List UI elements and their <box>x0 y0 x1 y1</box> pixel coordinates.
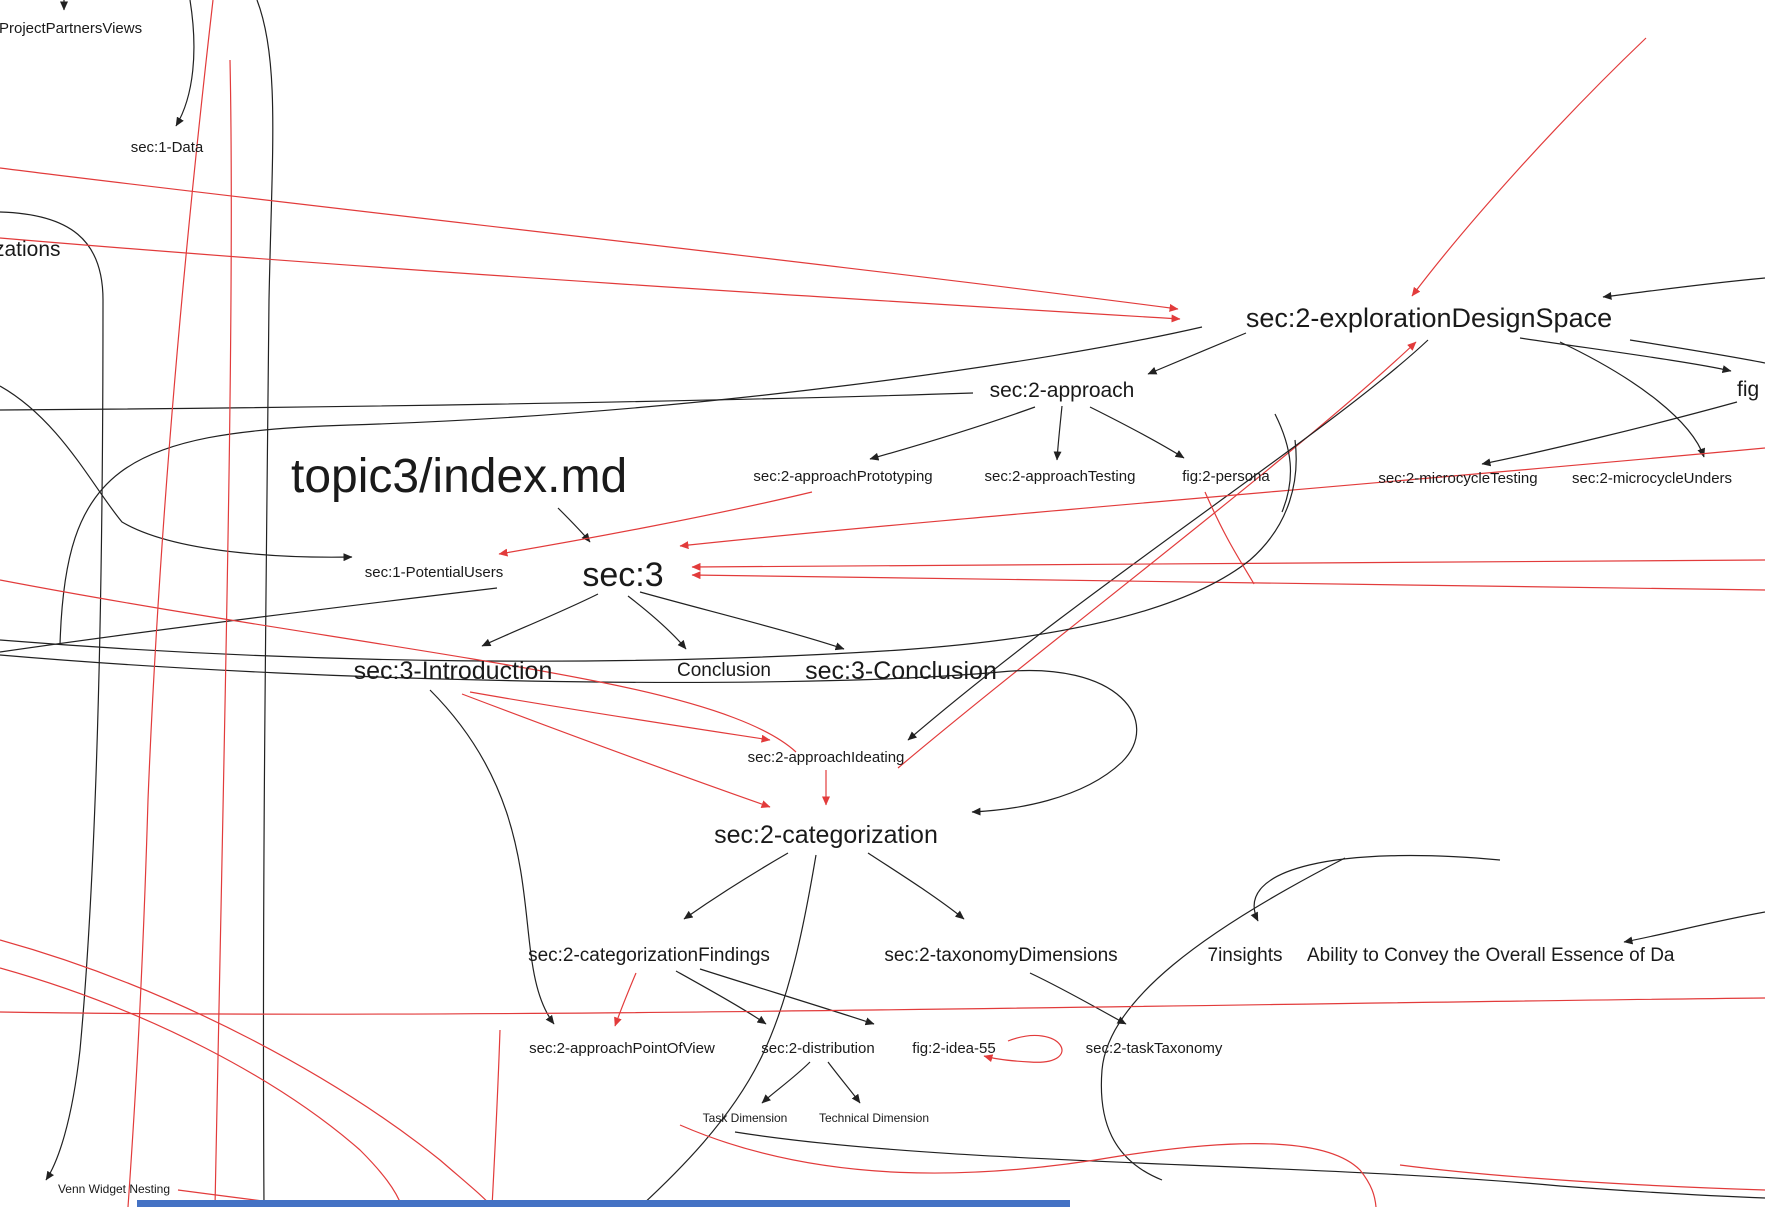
graph-edge <box>0 939 493 1207</box>
node-seven-insights[interactable]: 7insights <box>1208 945 1283 966</box>
node-fig2-idea-55[interactable]: fig:2-idea-55 <box>912 1040 995 1057</box>
node-sec2-categorization[interactable]: sec:2-categorization <box>714 821 938 849</box>
graph-edge <box>0 211 104 1181</box>
graph-edge <box>675 970 767 1025</box>
graph-edge <box>127 0 214 1207</box>
node-conclusion[interactable]: Conclusion <box>677 660 771 681</box>
graph-edge <box>481 593 599 647</box>
graph-edge <box>557 507 591 543</box>
graph-edge <box>214 59 232 1207</box>
node-sec2-approach-point-of-view[interactable]: sec:2-approachPointOfView <box>529 1040 715 1057</box>
graph-edge <box>498 491 813 557</box>
bottom-selection-bar <box>137 1200 1070 1207</box>
graph-edge <box>1100 857 1346 1181</box>
graph-edge <box>639 591 845 651</box>
graph-edge <box>761 1061 811 1104</box>
graph-edge <box>0 579 797 753</box>
graph-edge <box>1623 911 1765 945</box>
node-sec2-task-taxonomy[interactable]: sec:2-taskTaxonomy <box>1086 1040 1223 1057</box>
node-sec2-approach-prototyping[interactable]: sec:2-approachPrototyping <box>753 468 932 485</box>
graph-edge <box>1559 341 1706 458</box>
graph-edge <box>0 392 974 411</box>
graph-edge <box>1147 332 1247 375</box>
node-sec2-microcycle-testing[interactable]: sec:2-microcycleTesting <box>1378 470 1537 487</box>
node-sec3-introduction[interactable]: sec:3-Introduction <box>354 657 553 685</box>
node-sec2-categorization-findings[interactable]: sec:2-categorizationFindings <box>528 945 770 966</box>
graph-edge <box>461 693 771 808</box>
graph-edge <box>683 852 789 920</box>
node-sec3-conclusion[interactable]: sec:3-Conclusion <box>805 657 997 685</box>
graph-edge <box>0 237 1181 323</box>
graph-edge <box>827 1061 861 1104</box>
graph-edge <box>679 447 1765 550</box>
graph-edge <box>734 1131 1765 1199</box>
graph-edge <box>0 167 1179 312</box>
graph-edge <box>1029 972 1127 1025</box>
graph-edge <box>1250 854 1501 922</box>
graph-edge <box>0 997 1765 1015</box>
graph-edge <box>469 691 771 743</box>
node-project-partners-views[interactable]: -ProjectPartnersViews <box>0 20 142 37</box>
node-sec2-exploration-design-space[interactable]: sec:2-explorationDesignSpace <box>1246 303 1612 333</box>
graph-edge <box>491 1029 501 1207</box>
graph-edge <box>1274 413 1292 513</box>
node-fig2-persona[interactable]: fig:2-persona <box>1182 468 1270 485</box>
graph-edge <box>639 854 817 1207</box>
graph-edge <box>1053 405 1063 461</box>
graph-edge <box>0 385 353 562</box>
node-sec1-data[interactable]: sec:1-Data <box>131 139 204 156</box>
node-sec2-microcycle-unders[interactable]: sec:2-microcycleUnders <box>1572 470 1732 487</box>
graph-edge <box>1481 401 1738 467</box>
graph-edge <box>59 326 1203 646</box>
graph-edge <box>175 0 195 127</box>
graph-edge <box>0 967 403 1207</box>
node-sec2-taxonomy-dimensions[interactable]: sec:2-taxonomyDimensions <box>884 945 1117 966</box>
graph-edge <box>897 341 1417 769</box>
node-sec2-approach[interactable]: sec:2-approach <box>990 379 1135 402</box>
graph-edge <box>1629 339 1765 364</box>
node-topic3-index-md[interactable]: topic3/index.md <box>291 450 627 503</box>
graph-edge <box>0 587 498 653</box>
graph-edge <box>691 559 1765 571</box>
graph-edge <box>1519 337 1732 373</box>
graph-edge <box>1411 37 1647 297</box>
node-task-dimension[interactable]: Task Dimension <box>703 1111 788 1125</box>
graph-edge <box>0 439 1297 662</box>
node-fig-right[interactable]: fig <box>1737 378 1759 401</box>
graph-edge <box>1602 277 1765 300</box>
graph-edge <box>614 972 637 1027</box>
node-sec2-approach-testing[interactable]: sec:2-approachTesting <box>985 468 1136 485</box>
graph-edge <box>0 654 1138 816</box>
self-loop-edge-fig2-idea-55 <box>983 1035 1063 1063</box>
graph-edge <box>1204 491 1255 585</box>
node-venn-widget-nesting[interactable]: Venn Widget Nesting <box>58 1182 170 1196</box>
graph-edge <box>691 571 1765 591</box>
graph-edge <box>1089 406 1185 459</box>
node-sec1-potential-users[interactable]: sec:1-PotentialUsers <box>365 564 503 581</box>
node-sec2-approach-ideating[interactable]: sec:2-approachIdeating <box>748 749 905 766</box>
node-ability-convey[interactable]: Ability to Convey the Overall Essence of… <box>1307 945 1675 966</box>
graph-edge <box>679 1124 1377 1207</box>
graph-edge <box>867 852 965 920</box>
graph-edge <box>699 968 875 1026</box>
node-zations[interactable]: zations <box>0 238 61 261</box>
graph-edge <box>1399 1164 1765 1191</box>
node-sec3[interactable]: sec:3 <box>582 556 663 594</box>
graph-edge <box>429 689 555 1025</box>
node-technical-dimension[interactable]: Technical Dimension <box>819 1111 929 1125</box>
graph-edge <box>627 595 687 650</box>
graph-edge <box>869 406 1036 461</box>
node-sec2-distribution[interactable]: sec:2-distribution <box>761 1040 874 1057</box>
graph-edge <box>256 0 274 1207</box>
